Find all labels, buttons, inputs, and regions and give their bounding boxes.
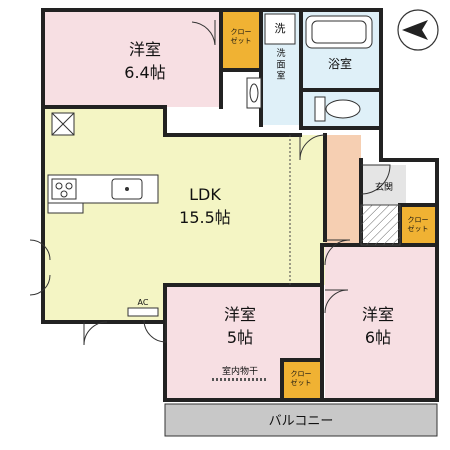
washing-machine-icon	[264, 13, 296, 45]
toilet-icon	[314, 96, 361, 122]
western-room-1-size: 6.4帖	[124, 63, 165, 82]
closet-1-label: クローゼット	[231, 28, 252, 45]
closet-2	[400, 205, 435, 245]
walls	[41, 8, 439, 402]
ac-unit	[127, 307, 159, 317]
ldk-size: 15.5帖	[179, 208, 231, 227]
hallway	[325, 135, 361, 245]
western-room-1	[45, 12, 221, 107]
western-room-2-size: 5帖	[227, 328, 253, 347]
range-hood-icon	[51, 112, 75, 136]
closet-2-label: クローゼット	[408, 216, 429, 233]
bath-label: 浴室	[328, 56, 352, 71]
indoor-drying-pole	[212, 378, 268, 381]
western-room-3-size: 6帖	[365, 328, 391, 347]
closet-3-label: クローゼット	[291, 370, 312, 387]
washbasin-icon	[246, 77, 262, 109]
ac-label: AC	[138, 298, 149, 307]
closet-3	[282, 360, 320, 398]
closet-1	[221, 12, 261, 70]
indoor-drying-label: 室内物干	[222, 365, 258, 377]
wash-icon-label: 洗	[275, 22, 286, 35]
western-room-1-name: 洋室	[129, 40, 161, 59]
bathtub-icon	[305, 15, 373, 49]
north-arrow-icon	[397, 9, 439, 51]
ldk-name: LDK	[189, 185, 221, 204]
entrance-label: 玄関	[375, 181, 393, 193]
western-room-3-name: 洋室	[362, 305, 394, 324]
kitchen-counter	[47, 174, 159, 214]
balcony-label: バルコニー	[269, 414, 334, 429]
ldk-room	[45, 107, 325, 320]
door-swings	[29, 20, 391, 346]
washroom-label: 洗面室	[276, 47, 285, 82]
entrance-hatch	[360, 204, 401, 246]
balcony	[164, 403, 438, 437]
western-room-2-name: 洋室	[224, 305, 256, 324]
stove-icon	[51, 178, 77, 200]
western-room-3	[325, 245, 435, 398]
entrance-area	[361, 165, 406, 205]
